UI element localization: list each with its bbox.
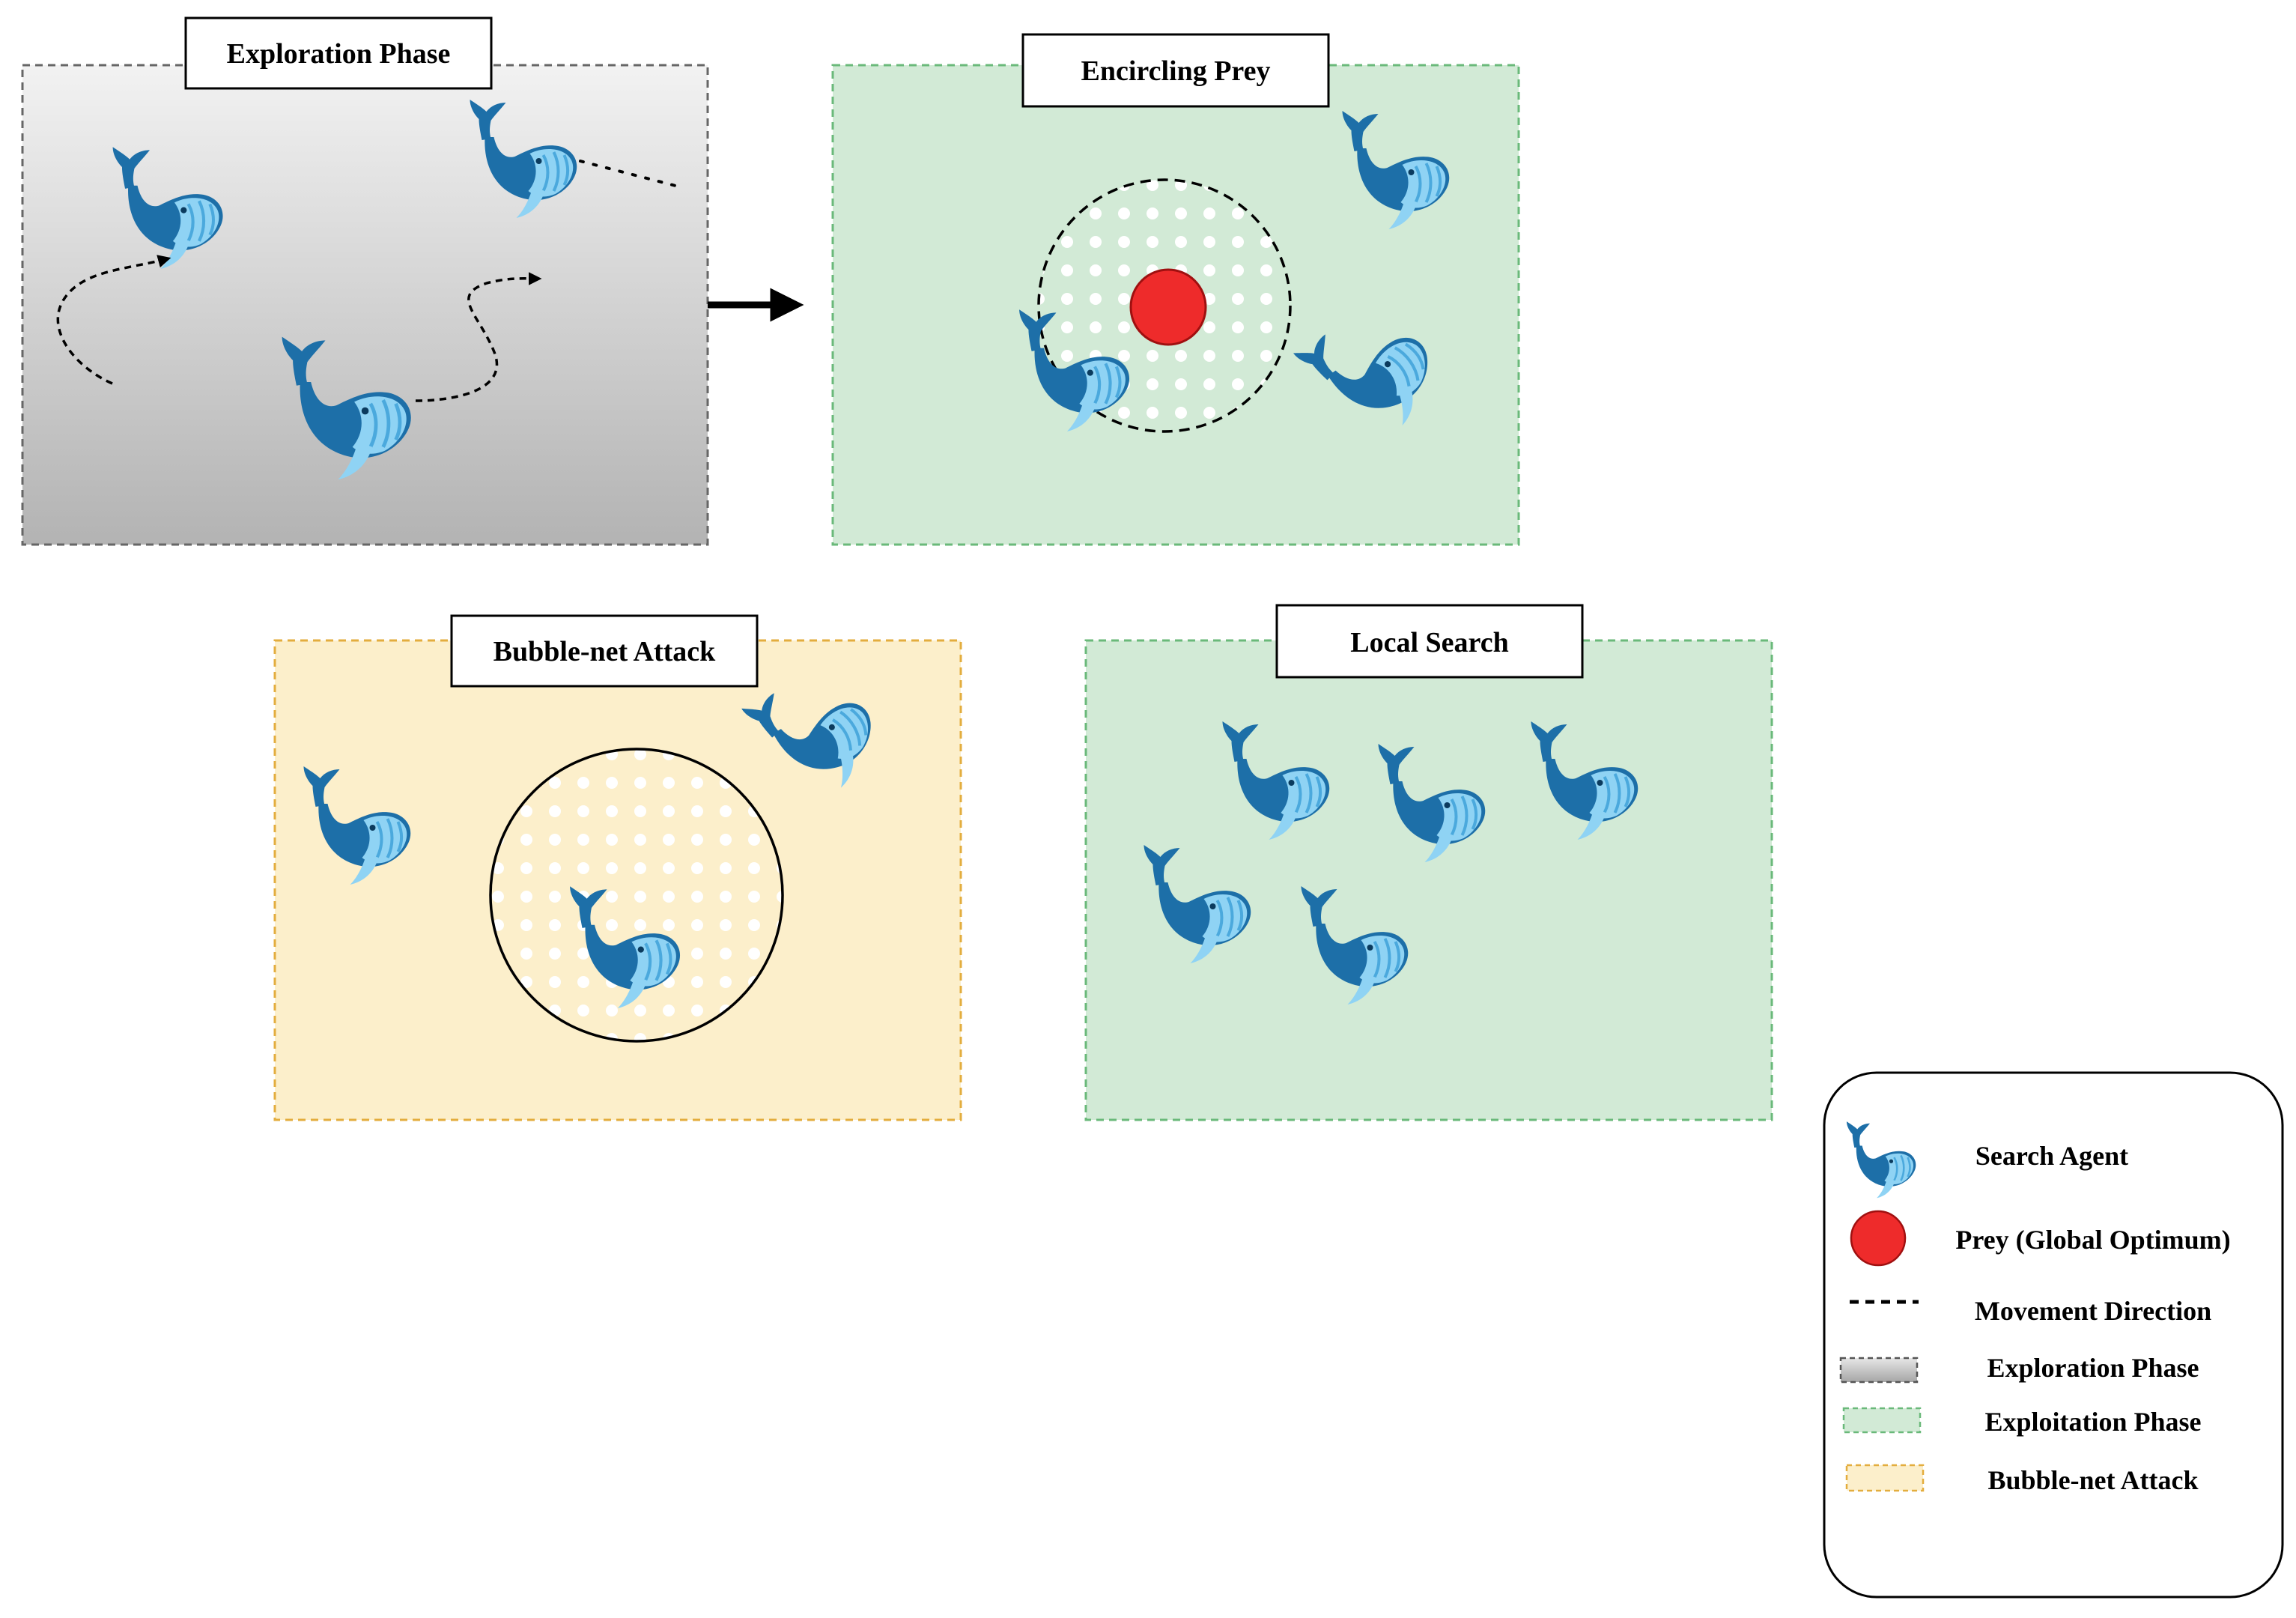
prey-icon [1850,1210,1907,1267]
exploration-title: Exploration Phase [227,38,451,70]
green-swatch-icon [1842,1407,1922,1434]
prey-icon [1129,268,1207,346]
encircling-title: Encircling Prey [1081,55,1271,87]
exploration-panel: Exploration Phase [21,16,709,546]
bubble-net-title: Bubble-net Attack [493,636,717,667]
bubble-net-title-box [450,614,759,688]
legend-label: Search Agent [1975,1141,2128,1171]
movement-path [56,255,171,385]
gray-swatch-icon [1839,1357,1919,1384]
local-search-panel: Local Search [1084,604,1773,1121]
exploration-title-box [184,16,493,90]
encircling-panel: Encircling Prey [831,33,1520,546]
legend-label: Movement Direction [1975,1296,2211,1326]
movement-trail [579,160,683,189]
bubble-net-boundary [489,748,784,1043]
legend: Search Agent Prey (Global Optimum) Movem… [1823,1071,2284,1599]
legend-label: Prey (Global Optimum) [1955,1225,2230,1255]
legend-box [1823,1071,2284,1599]
legend-label: Bubble-net Attack [1987,1465,2198,1495]
legend-label: Exploitation Phase [1984,1407,2201,1437]
bubble-net-dots [491,749,783,1041]
legend-label: Exploration Phase [1987,1353,2199,1383]
movement-path [415,272,542,402]
encircling-title-box [1021,33,1330,108]
yellow-swatch-icon [1845,1464,1925,1492]
bubble-net-panel: Bubble-net Attack [273,614,962,1121]
local-search-title: Local Search [1350,627,1508,658]
local-search-title-box [1275,604,1584,679]
encircle-boundary [1037,178,1292,433]
